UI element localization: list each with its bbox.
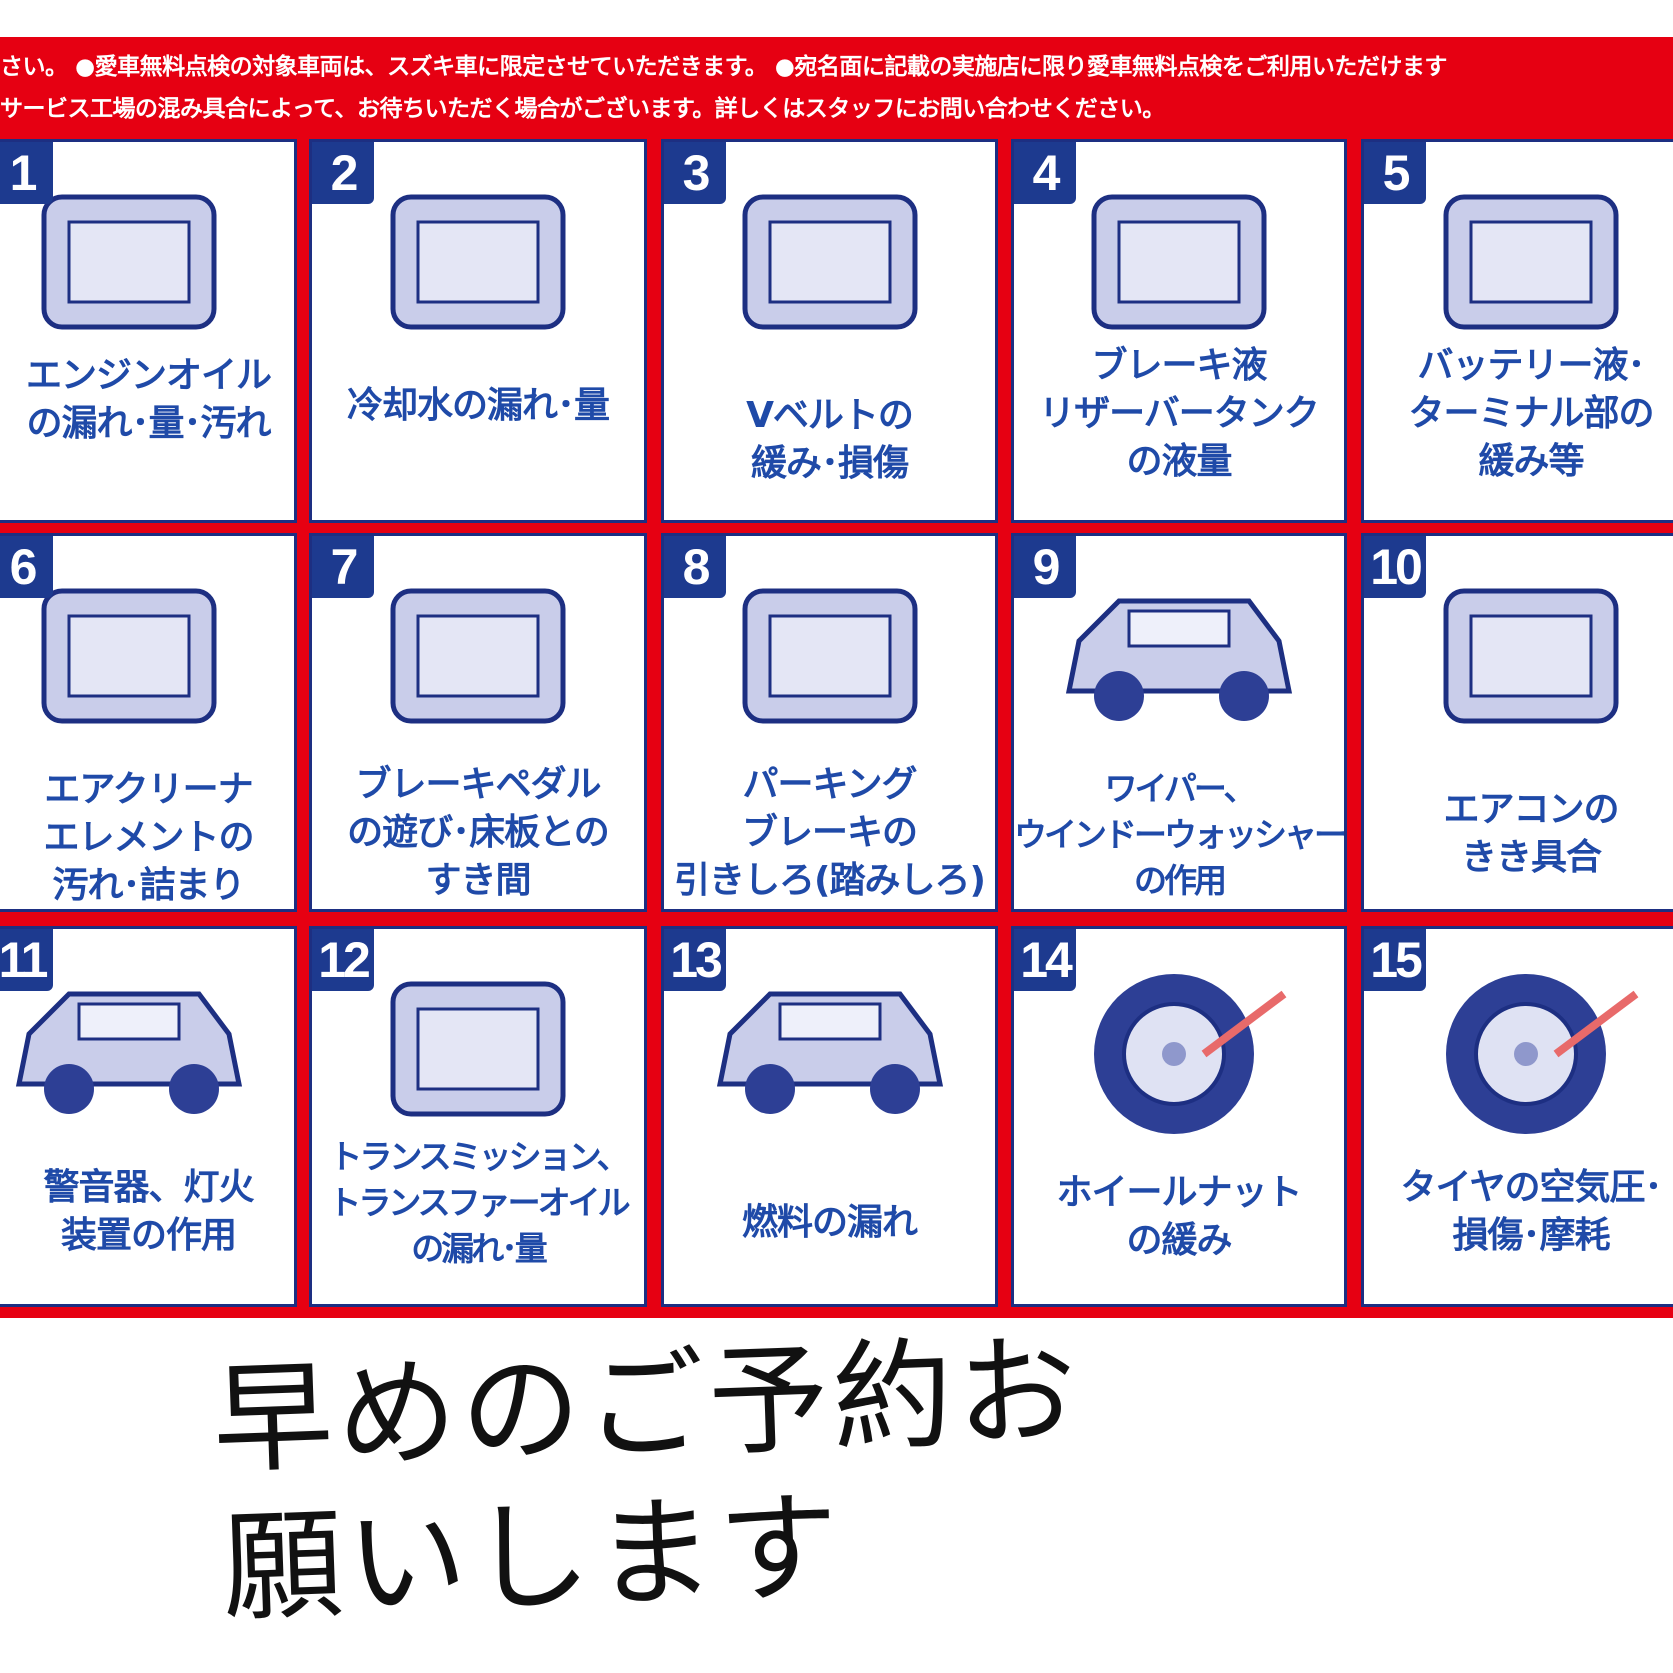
item-label: タイヤの空気圧･ 損傷･摩耗	[1400, 1167, 1663, 1256]
wiper-icon	[1049, 571, 1309, 745]
inspection-item-14: 14 ホイールナット の緩み	[1011, 926, 1347, 1307]
battery-icon	[1416, 177, 1646, 351]
inspection-item-13: 13 燃料の漏れ	[661, 926, 998, 1307]
inspection-item-7: 7 ブレーキペダル の遊び･床板との すき間	[309, 533, 647, 912]
item-number-badge: 7	[312, 536, 374, 598]
inspection-item-8: 8 パーキング ブレーキの 引きしろ(踏みしろ)	[661, 533, 998, 912]
item-number-badge: 15	[1364, 929, 1426, 991]
inspection-item-3: 3 Vベルトの 緩み･損傷	[661, 139, 998, 523]
handwritten-note-line-2: 願いします	[220, 1478, 845, 1639]
item-number-badge: 10	[1364, 536, 1426, 598]
item-number-badge: 1	[0, 142, 53, 204]
item-number-badge: 9	[1014, 536, 1076, 598]
item-number-badge: 5	[1364, 142, 1426, 204]
inspection-item-12: 12 トランスミッション、 トランスファーオイル の漏れ･量	[309, 926, 647, 1307]
oil-dipstick-icon	[14, 177, 244, 351]
inspection-item-6: 6 エアクリーナ エレメントの 汚れ･詰まり	[0, 533, 297, 912]
item-label: ブレーキペダル の遊び･床板との すき間	[347, 764, 610, 901]
item-label: Vベルトの 緩み･損傷	[746, 395, 914, 484]
brake-fluid-reservoir-icon	[1064, 177, 1294, 351]
car-lights-icon	[0, 964, 259, 1138]
notice-line-2: サービス工場の混み具合によって、お待ちいただく場合がございます。詳しくはスタッフ…	[0, 96, 1165, 122]
inspection-item-5: 5 バッテリー液･ ターミナル部の 緩み等	[1361, 139, 1673, 523]
item-label: 冷却水の漏れ･量	[346, 385, 610, 426]
inspection-item-2: 2 冷却水の漏れ･量	[309, 139, 647, 523]
notice-line-1: さい。 ●愛車無料点検の対象車両は、スズキ車に限定させていただきます。 ●宛名面…	[0, 54, 1447, 80]
inspection-item-15: 15 タイヤの空気圧･ 損傷･摩耗	[1361, 926, 1673, 1307]
item-number-badge: 8	[664, 536, 726, 598]
item-label: トランスミッション、 トランスファーオイル の漏れ･量	[328, 1137, 630, 1268]
inspection-item-1: 1 エンジンオイル の漏れ･量･汚れ	[0, 139, 297, 523]
item-label: 警音器、灯火 装置の作用	[43, 1167, 254, 1256]
fuel-leak-icon	[700, 964, 960, 1138]
radiator-icon	[363, 177, 593, 351]
inspection-item-10: 10 エアコンの きき具合	[1361, 533, 1673, 912]
item-number-badge: 13	[664, 929, 726, 991]
item-number-badge: 12	[312, 929, 374, 991]
tire-pressure-icon	[1416, 964, 1646, 1148]
item-label: エアコンの きき具合	[1443, 789, 1619, 878]
handwritten-note-line-1: 早めのご予約お	[210, 1321, 1083, 1491]
transmission-icon	[363, 964, 593, 1138]
item-label: エンジンオイル の漏れ･量･汚れ	[25, 355, 272, 444]
item-label: ワイパー、 ウインドーウォッシャー の作用	[1014, 769, 1344, 900]
v-belt-icon	[715, 177, 945, 351]
item-number-badge: 6	[0, 536, 53, 598]
brake-pedal-icon	[363, 571, 593, 745]
air-filter-icon	[14, 571, 244, 745]
parking-brake-icon	[715, 571, 945, 745]
inspection-item-9: 9 ワイパー、 ウインドーウォッシャー の作用	[1011, 533, 1347, 912]
air-conditioner-icon	[1416, 571, 1646, 745]
item-label: 燃料の漏れ	[741, 1202, 918, 1243]
item-number-badge: 2	[312, 142, 374, 204]
item-number-badge: 3	[664, 142, 726, 204]
item-number-badge: 4	[1014, 142, 1076, 204]
item-label: パーキング ブレーキの 引きしろ(踏みしろ)	[674, 764, 986, 901]
item-label: ホイールナット の緩み	[1056, 1172, 1302, 1261]
inspection-item-11: 11 警音器、灯火 装置の作用	[0, 926, 297, 1307]
item-label: バッテリー液･ ターミナル部の 緩み等	[1408, 345, 1654, 482]
notice-banner: さい。 ●愛車無料点検の対象車両は、スズキ車に限定させていただきます。 ●宛名面…	[0, 37, 1673, 133]
wheel-nut-icon	[1064, 964, 1294, 1148]
item-number-badge: 11	[0, 929, 53, 991]
item-number-badge: 14	[1014, 929, 1076, 991]
item-label: エアクリーナ エレメントの 汚れ･詰まり	[43, 769, 254, 906]
item-label: ブレーキ液 リザーバータンク の液量	[1039, 345, 1320, 482]
inspection-item-4: 4 ブレーキ液 リザーバータンク の液量	[1011, 139, 1347, 523]
